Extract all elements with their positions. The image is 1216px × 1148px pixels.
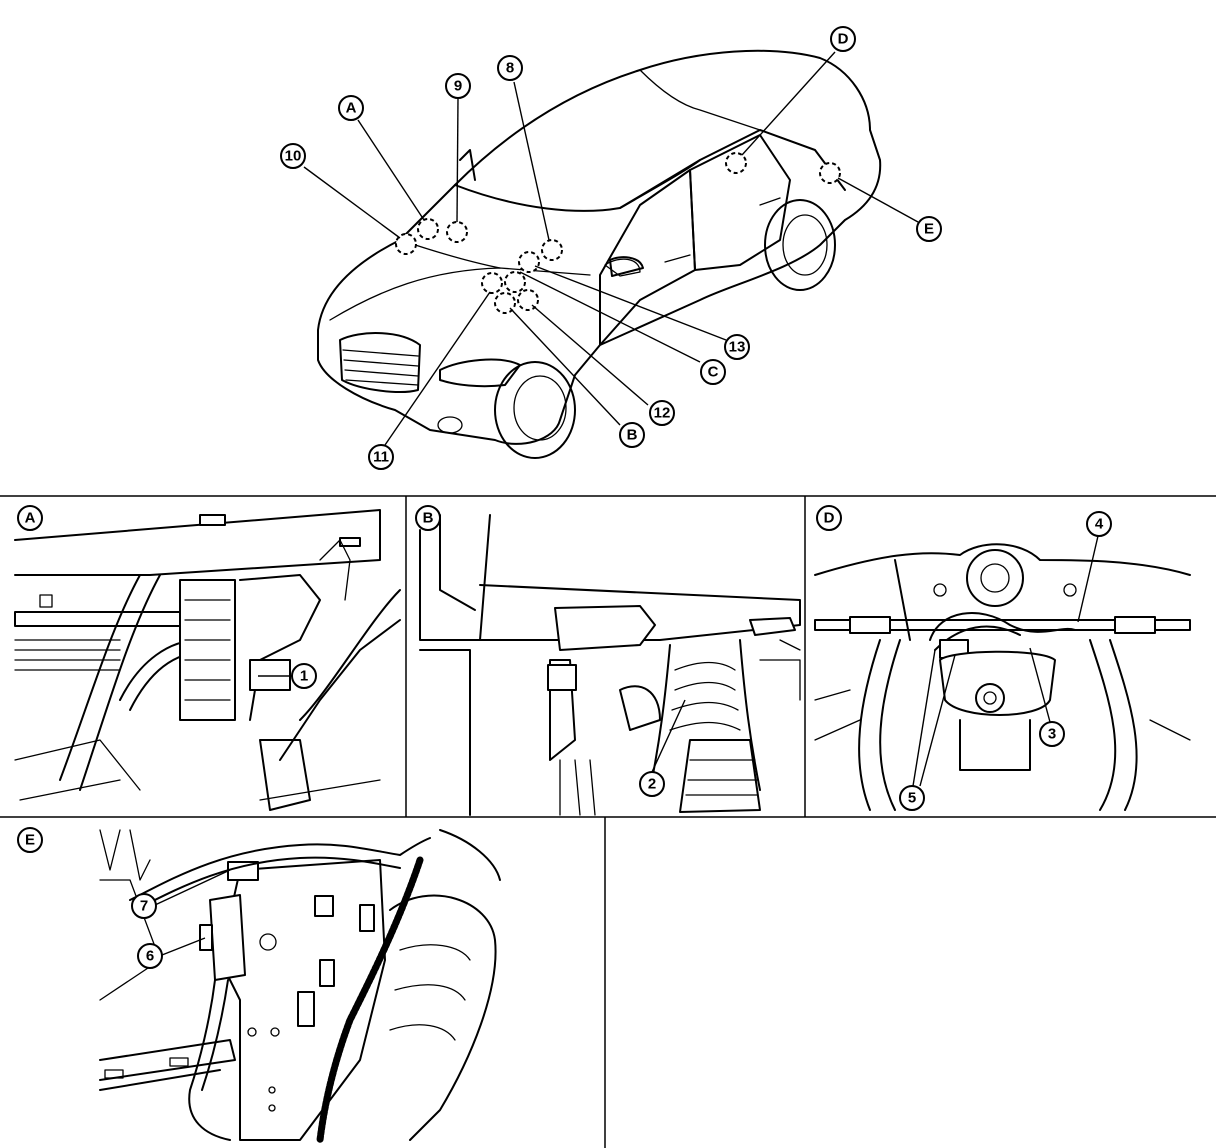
svg-text:D: D [824, 510, 835, 527]
svg-text:8: 8 [506, 60, 514, 77]
svg-text:1: 1 [300, 668, 308, 685]
callout-1: 1 [291, 663, 317, 689]
panel-e: E 7 [17, 827, 501, 1144]
callout-E: E [916, 216, 942, 242]
callout-3: 3 [1039, 721, 1065, 747]
callout-11: 11 [368, 444, 394, 470]
svg-text:E: E [924, 221, 934, 238]
panel-b: B 2 [415, 505, 801, 816]
callout-7: 7 [131, 893, 157, 919]
svg-text:5: 5 [908, 790, 916, 807]
callout-D: D [830, 26, 856, 52]
panel-e-label: E [17, 827, 43, 853]
callout-13: 13 [724, 334, 750, 360]
callout-8: 8 [497, 55, 523, 81]
svg-text:7: 7 [140, 898, 148, 915]
svg-text:C: C [708, 364, 719, 381]
svg-text:3: 3 [1048, 726, 1056, 743]
callout-2: 2 [639, 771, 665, 797]
panel-d: D 4 5 3 [814, 505, 1191, 811]
svg-text:13: 13 [729, 339, 746, 356]
svg-text:B: B [423, 510, 434, 527]
svg-text:4: 4 [1095, 516, 1104, 533]
overview-leaders [303, 51, 919, 446]
svg-text:9: 9 [454, 78, 462, 95]
panel-a: A 1 [14, 505, 401, 811]
svg-text:2: 2 [648, 776, 656, 793]
callout-6: 6 [137, 943, 163, 969]
svg-text:A: A [346, 100, 357, 117]
panel-b-label: B [415, 505, 441, 531]
svg-text:10: 10 [285, 148, 302, 165]
callout-B: B [619, 422, 645, 448]
svg-text:6: 6 [146, 948, 154, 965]
vehicle-overview [317, 49, 882, 459]
callout-12: 12 [649, 400, 675, 426]
svg-text:B: B [627, 427, 638, 444]
callout-5: 5 [899, 785, 925, 811]
svg-text:11: 11 [373, 449, 389, 466]
svg-text:D: D [838, 31, 849, 48]
callout-A: A [338, 95, 364, 121]
panel-a-label: A [17, 505, 43, 531]
callout-C: C [700, 359, 726, 385]
callout-9: 9 [445, 73, 471, 99]
svg-text:A: A [25, 510, 36, 527]
callout-10: 10 [280, 143, 306, 169]
svg-text:12: 12 [654, 405, 671, 422]
panel-grid [0, 495, 1216, 1148]
callout-4: 4 [1086, 511, 1112, 537]
svg-text:E: E [25, 832, 35, 849]
panel-d-label: D [816, 505, 842, 531]
